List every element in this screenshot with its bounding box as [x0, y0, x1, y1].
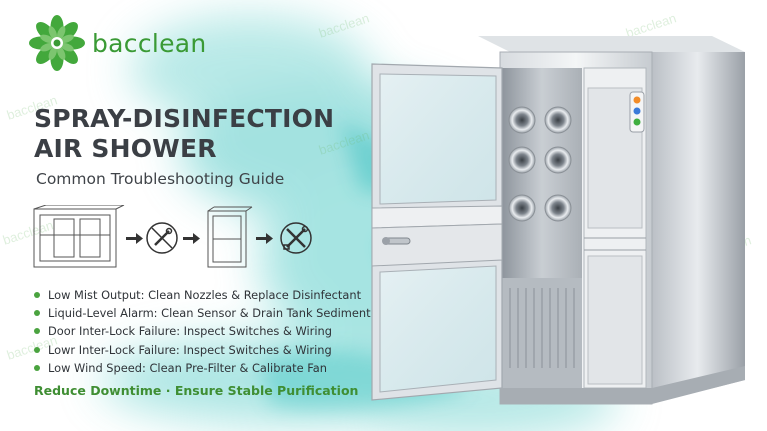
status-light-orange-icon [633, 96, 641, 104]
list-item: Low Wind Speed: Clean Pre-Filter & Calib… [34, 359, 371, 377]
nozzle-icon [544, 106, 572, 134]
list-item-text: Door Inter-Lock Failure: Inspect Switche… [48, 324, 332, 339]
arrow-right-icon [256, 233, 273, 244]
subtitle: Common Troubleshooting Guide [36, 170, 285, 188]
nozzle-icon [544, 194, 572, 222]
nozzle-icon [508, 106, 536, 134]
list-item-text: Lowr Inter-Lock Failure: Inspect Switche… [48, 342, 332, 357]
door-outline-icon [207, 206, 253, 268]
list-item: Low Mist Output: Clean Nozzles & Replace… [34, 286, 371, 304]
cabinet-top [478, 36, 745, 52]
bullet-dot-icon [34, 364, 40, 371]
cabinet-outline-icon [33, 205, 125, 268]
list-item: Lowr Inter-Lock Failure: Inspect Switche… [34, 341, 371, 359]
list-item: Door Inter-Lock Failure: Inspect Switche… [34, 322, 371, 340]
cabinet-base [500, 366, 745, 404]
title-line-2: AIR SHOWER [34, 134, 217, 163]
status-light-blue-icon [633, 107, 641, 115]
footer-tagline: Reduce Downtime · Ensure Stable Purifica… [34, 383, 359, 398]
process-diagram [33, 205, 312, 268]
air-shower-machine-illustration [371, 36, 745, 405]
status-light-green-icon [633, 118, 641, 126]
open-glass-door [371, 63, 503, 401]
list-item-text: Low Wind Speed: Clean Pre-Filter & Calib… [48, 360, 327, 375]
nozzle-icon [508, 146, 536, 174]
troubleshooting-list: Low Mist Output: Clean Nozzles & Replace… [34, 286, 371, 377]
flower-logo-icon [29, 15, 85, 71]
cabinet-side-panel [650, 52, 745, 404]
nozzle-icon [508, 194, 536, 222]
bullet-dot-icon [34, 310, 40, 317]
nozzle-array [508, 106, 572, 222]
nozzle-icon [544, 146, 572, 174]
page-title: SPRAY-DISINFECTION AIR SHOWER [34, 104, 334, 164]
bullet-dot-icon [34, 292, 40, 299]
title-line-1: SPRAY-DISINFECTION [34, 104, 335, 133]
prohibited-tools-icon [146, 222, 178, 254]
arrow-right-icon [183, 233, 200, 244]
list-item-text: Low Mist Output: Clean Nozzles & Replace… [48, 288, 362, 303]
brand-logo: bacclean [28, 14, 207, 72]
bullet-dot-icon [34, 328, 40, 335]
bullet-dot-icon [34, 346, 40, 353]
arrow-right-icon [126, 233, 143, 244]
list-item: Liquid-Level Alarm: Clean Sensor & Drain… [34, 304, 371, 322]
list-item-text: Liquid-Level Alarm: Clean Sensor & Drain… [48, 306, 371, 321]
brand-name: bacclean [92, 28, 207, 58]
tools-icon [280, 222, 312, 254]
